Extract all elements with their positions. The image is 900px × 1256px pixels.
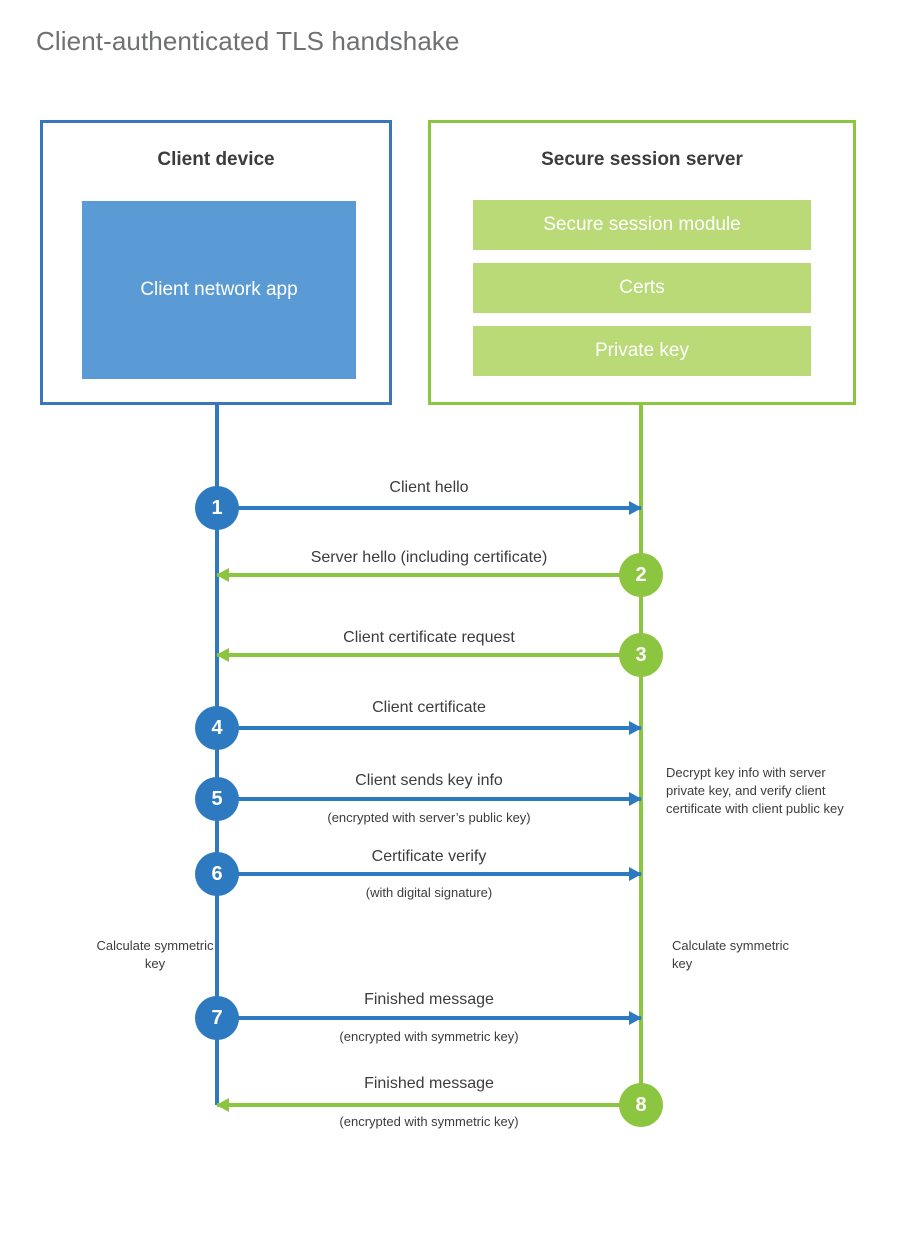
step-3-label: Client certificate request (343, 629, 515, 646)
step-7-marker[interactable]: 7 (195, 996, 239, 1040)
secure-session-server-box: Secure session server Secure session mod… (428, 120, 856, 405)
step-6-marker[interactable]: 6 (195, 852, 239, 896)
step-5-sublabel: (encrypted with server’s public key) (327, 810, 531, 825)
step-8-marker[interactable]: 8 (619, 1083, 663, 1127)
arrow-head-icon (629, 721, 642, 735)
step-5-marker[interactable]: 5 (195, 777, 239, 821)
arrow-head-icon (216, 648, 229, 662)
arrow-head-icon (629, 1011, 642, 1025)
arrow-head-icon (629, 501, 642, 515)
step-7-sublabel: (encrypted with symmetric key) (339, 1029, 519, 1044)
step-4-label: Client certificate (372, 699, 486, 716)
step-5-label: Client sends key info (355, 772, 503, 789)
client-calculate-symmetric-key-note: Calculate symmetric key (96, 938, 214, 971)
client-network-app-block: Client network app (82, 201, 356, 379)
step-3-arrow (216, 648, 641, 662)
private-key-block: Private key (473, 326, 811, 376)
client-device-box: Client device Client network app (40, 120, 392, 405)
arrow-head-icon (216, 568, 229, 582)
server-lifeline (639, 405, 643, 1105)
step-5-arrow (217, 792, 642, 806)
step-6-arrow (217, 867, 642, 881)
step-1-label: Client hello (389, 479, 469, 496)
arrow-head-icon (629, 792, 642, 806)
server-calculate-symmetric-key-note: Calculate symmetric key (672, 938, 790, 971)
page-title: Client-authenticated TLS handshake (36, 26, 460, 56)
step-4-marker[interactable]: 4 (195, 706, 239, 750)
step-3-marker[interactable]: 3 (619, 633, 663, 677)
secure-session-server-title: Secure session server (541, 149, 743, 170)
client-device-title: Client device (157, 149, 275, 170)
step-7-arrow (217, 1011, 642, 1025)
server-decrypt-note: Decrypt key info with server private key… (666, 765, 844, 816)
step-4-arrow (217, 721, 642, 735)
client-lifeline (215, 405, 219, 1105)
certs-block: Certs (473, 263, 811, 313)
step-6-sublabel: (with digital signature) (365, 885, 493, 900)
step-2-marker[interactable]: 2 (619, 553, 663, 597)
arrow-head-icon (216, 1098, 229, 1112)
step-8-arrow (216, 1098, 641, 1112)
step-8-label: Finished message (364, 1075, 494, 1092)
step-6-label: Certificate verify (371, 848, 487, 865)
step-1-arrow (217, 501, 642, 515)
step-1-marker[interactable]: 1 (195, 486, 239, 530)
step-2-label: Server hello (including certificate) (310, 549, 548, 566)
secure-session-module-block: Secure session module (473, 200, 811, 250)
step-7-label: Finished message (364, 991, 494, 1008)
step-2-arrow (216, 568, 641, 582)
arrow-head-icon (629, 867, 642, 881)
step-8-sublabel: (encrypted with symmetric key) (339, 1114, 519, 1129)
